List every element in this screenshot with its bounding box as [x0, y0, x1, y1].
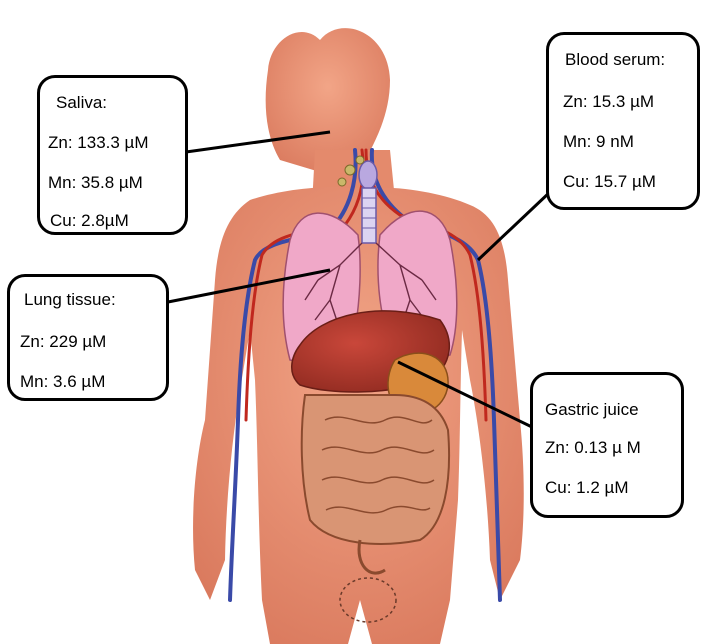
lung-tissue-title: Lung tissue: [24, 291, 116, 308]
blood-serum-title: Blood serum: [565, 51, 665, 68]
trachea [359, 161, 377, 243]
saliva-callout: Saliva: Zn: 133.3 µM Mn: 35.8 µM Cu: 2.8… [37, 75, 188, 235]
gastric-juice-callout: Gastric juice Zn: 0.13 µ M Cu: 1.2 µM [530, 372, 684, 518]
lung-tissue-zn-value: Zn: 229 µM [20, 333, 106, 350]
blood-serum-callout: Blood serum: Zn: 15.3 µM Mn: 9 nM Cu: 15… [546, 32, 700, 210]
saliva-mn-value: Mn: 35.8 µM [48, 174, 143, 191]
lung-tissue-mn-value: Mn: 3.6 µM [20, 373, 105, 390]
blood-serum-mn-value: Mn: 9 nM [563, 133, 634, 150]
gastric-juice-cu-value: Cu: 1.2 µM [545, 479, 629, 496]
lung-tissue-callout: Lung tissue: Zn: 229 µM Mn: 3.6 µM [7, 274, 169, 401]
saliva-cu-value: Cu: 2.8µM [50, 212, 129, 229]
gastric-juice-title: Gastric juice [545, 401, 639, 418]
saliva-zn-value: Zn: 133.3 µM [48, 134, 149, 151]
saliva-title: Saliva: [56, 94, 107, 111]
blood-serum-cu-value: Cu: 15.7 µM [563, 173, 656, 190]
gastric-juice-zn-value: Zn: 0.13 µ M [545, 439, 641, 456]
blood-serum-zn-value: Zn: 15.3 µM [563, 93, 654, 110]
